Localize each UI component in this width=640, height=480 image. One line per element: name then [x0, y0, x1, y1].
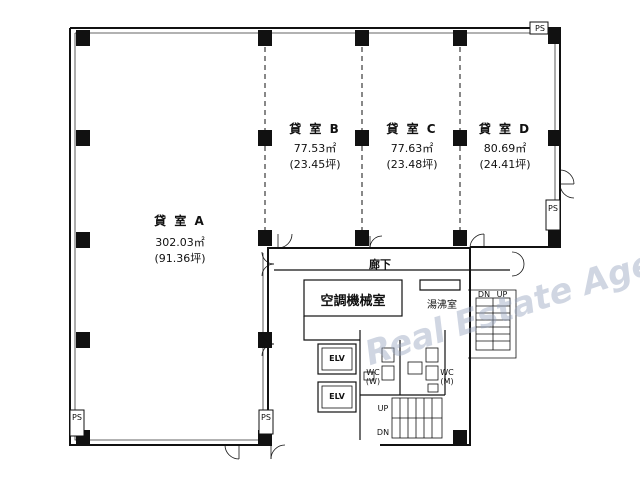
ps-label-left: PS: [72, 413, 82, 422]
door-swing-icon: [224, 169, 575, 460]
mechanical-room-label: 空調機械室: [320, 294, 386, 309]
ps-label-bottom: PS: [261, 413, 271, 422]
room-c-name: 貸 室 C: [386, 122, 438, 136]
room-d-name: 貸 室 D: [478, 122, 532, 136]
stair-dn-label-lower: DN: [376, 428, 390, 437]
stair-icon: [468, 289, 517, 359]
toilet-icon: [363, 347, 439, 393]
stair-icon: [391, 397, 443, 439]
room-c-area: 77.63㎡: [390, 142, 434, 155]
room-a-tsubo: (91.36坪): [154, 252, 206, 265]
utility-room-label: 湯沸室: [427, 300, 457, 311]
room-c-tsubo: (23.48坪): [386, 158, 438, 171]
core-walls: [274, 269, 510, 440]
room-a-name: 貸 室 A: [154, 214, 206, 228]
room-a-area: 302.03㎡: [155, 236, 205, 249]
ps-shafts: [69, 21, 561, 437]
room-d-tsubo: (24.41坪): [479, 158, 531, 171]
ps-label-right: PS: [548, 204, 558, 213]
elevator-label-1: ELV: [329, 354, 345, 363]
stair-dn-label: DN: [477, 290, 491, 299]
stair-up-label-lower: UP: [377, 404, 389, 413]
wc-women-label: WC (W): [365, 368, 381, 386]
elevator-label-2: ELV: [329, 392, 345, 401]
wc-men-label: WC (M): [440, 368, 454, 386]
room-d-area: 80.69㎡: [483, 142, 527, 155]
stair-up-label: UP: [496, 290, 508, 299]
room-b-name: 貸 室 B: [289, 122, 341, 136]
room-b-tsubo: (23.45坪): [289, 158, 341, 171]
corridor-label: 廊下: [369, 258, 391, 271]
room-b-area: 77.53㎡: [293, 142, 337, 155]
elevator-icon: [317, 343, 357, 413]
ps-label-top: PS: [535, 24, 545, 33]
